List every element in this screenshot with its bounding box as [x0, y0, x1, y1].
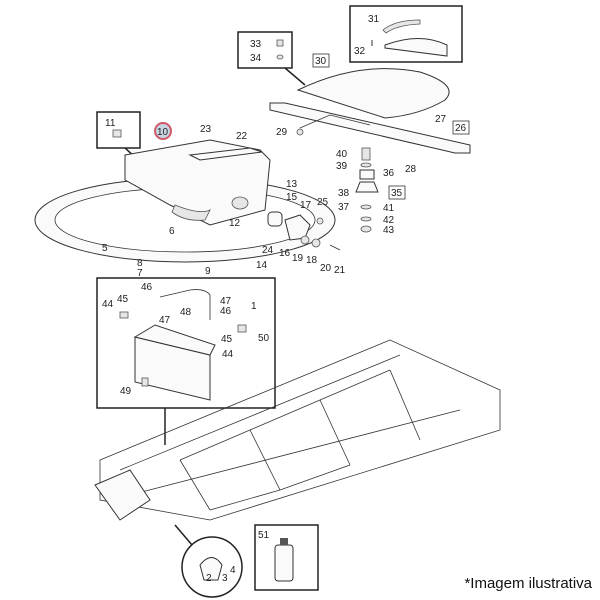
- callout-35: 35: [391, 188, 403, 199]
- inset-circle-2-4: [181, 536, 243, 598]
- callout-21: 21: [334, 265, 346, 276]
- callout-26: 26: [455, 123, 467, 134]
- callout-11: 11: [105, 118, 116, 129]
- callout-8: 8: [137, 258, 143, 269]
- callout-6: 6: [169, 226, 175, 237]
- part-29: [296, 128, 304, 136]
- callout-41: 41: [383, 203, 395, 214]
- callout-30: 30: [315, 56, 327, 67]
- part-16: [284, 214, 311, 241]
- part-26-beam: [269, 102, 471, 154]
- callout-14: 14: [256, 260, 268, 271]
- callout-34: 34: [250, 53, 262, 64]
- part-33: [276, 39, 284, 47]
- callout-37: 37: [338, 202, 350, 213]
- inset-box-11: [96, 111, 141, 149]
- callout-43: 43: [383, 225, 395, 236]
- callout-42: 42: [383, 215, 395, 226]
- part-22-plate: [188, 147, 263, 161]
- part-51-bottle: [274, 544, 294, 582]
- part-34: [276, 54, 284, 60]
- callout-46-b: 46: [220, 306, 232, 317]
- callout-25: 25: [317, 197, 329, 208]
- callout-labels: 31 32 33 34 30 27 26 29 28 40 39 36 35 3…: [102, 14, 470, 584]
- part-49: [141, 377, 149, 387]
- part-31-cover: [384, 38, 448, 57]
- callout-7: 7: [137, 268, 143, 279]
- callout-48: 48: [180, 307, 192, 318]
- callout-9: 9: [205, 266, 211, 277]
- callout-2: 2: [206, 573, 212, 584]
- callout-19: 19: [292, 253, 304, 264]
- callout-44-b: 44: [222, 349, 234, 360]
- inset-box-33-34: [237, 31, 293, 69]
- callout-51: 51: [258, 530, 270, 541]
- callout-33: 33: [250, 39, 262, 50]
- callout-38: 38: [338, 188, 350, 199]
- callout-50: 50: [258, 333, 270, 344]
- callout-45: 45: [117, 294, 129, 305]
- callout-4: 4: [230, 565, 236, 576]
- callout-18: 18: [306, 255, 318, 266]
- callout-29: 29: [276, 127, 288, 138]
- chassis-frame: [99, 339, 501, 521]
- callout-27: 27: [435, 114, 447, 125]
- part-35: [355, 181, 379, 193]
- part-30-cover: [296, 68, 450, 119]
- callout-16: 16: [279, 248, 291, 259]
- callout-17: 17: [300, 200, 312, 211]
- part-11: [112, 129, 122, 138]
- highlight-part-10: [154, 122, 172, 140]
- part-12: [231, 196, 249, 210]
- callout-22: 22: [236, 131, 248, 142]
- illustrative-image-caption: *Imagem ilustrativa: [464, 575, 592, 592]
- callout-13: 13: [286, 179, 298, 190]
- callout-49: 49: [120, 386, 132, 397]
- callout-20: 20: [320, 263, 332, 274]
- callout-32: 32: [354, 46, 366, 57]
- callout-23: 23: [200, 124, 212, 135]
- callout-46: 46: [141, 282, 153, 293]
- callout-45-b: 45: [221, 334, 233, 345]
- callout-15: 15: [286, 192, 298, 203]
- callout-24: 24: [262, 245, 274, 256]
- inset-box-tank: [96, 277, 276, 409]
- inset-box-31-32: [349, 5, 463, 63]
- callout-31: 31: [368, 14, 380, 25]
- inset-box-51: [254, 524, 319, 591]
- callout-12: 12: [229, 218, 241, 229]
- part-36: [359, 169, 375, 180]
- callout-36: 36: [383, 168, 395, 179]
- callout-47-b: 47: [159, 315, 171, 326]
- callout-5: 5: [102, 243, 108, 254]
- part-40: [361, 147, 371, 161]
- callout-47: 47: [220, 296, 232, 307]
- part-17: [267, 211, 283, 227]
- part-31-strip: [382, 19, 421, 34]
- callout-44: 44: [102, 299, 114, 310]
- callout-39: 39: [336, 161, 348, 172]
- callout-10: 10: [157, 127, 169, 138]
- callout-1: 1: [251, 301, 257, 312]
- callout-28: 28: [405, 164, 417, 175]
- part-2: [199, 557, 223, 581]
- callout-3: 3: [222, 573, 228, 584]
- part-50: [237, 324, 247, 333]
- callout-40: 40: [336, 149, 348, 160]
